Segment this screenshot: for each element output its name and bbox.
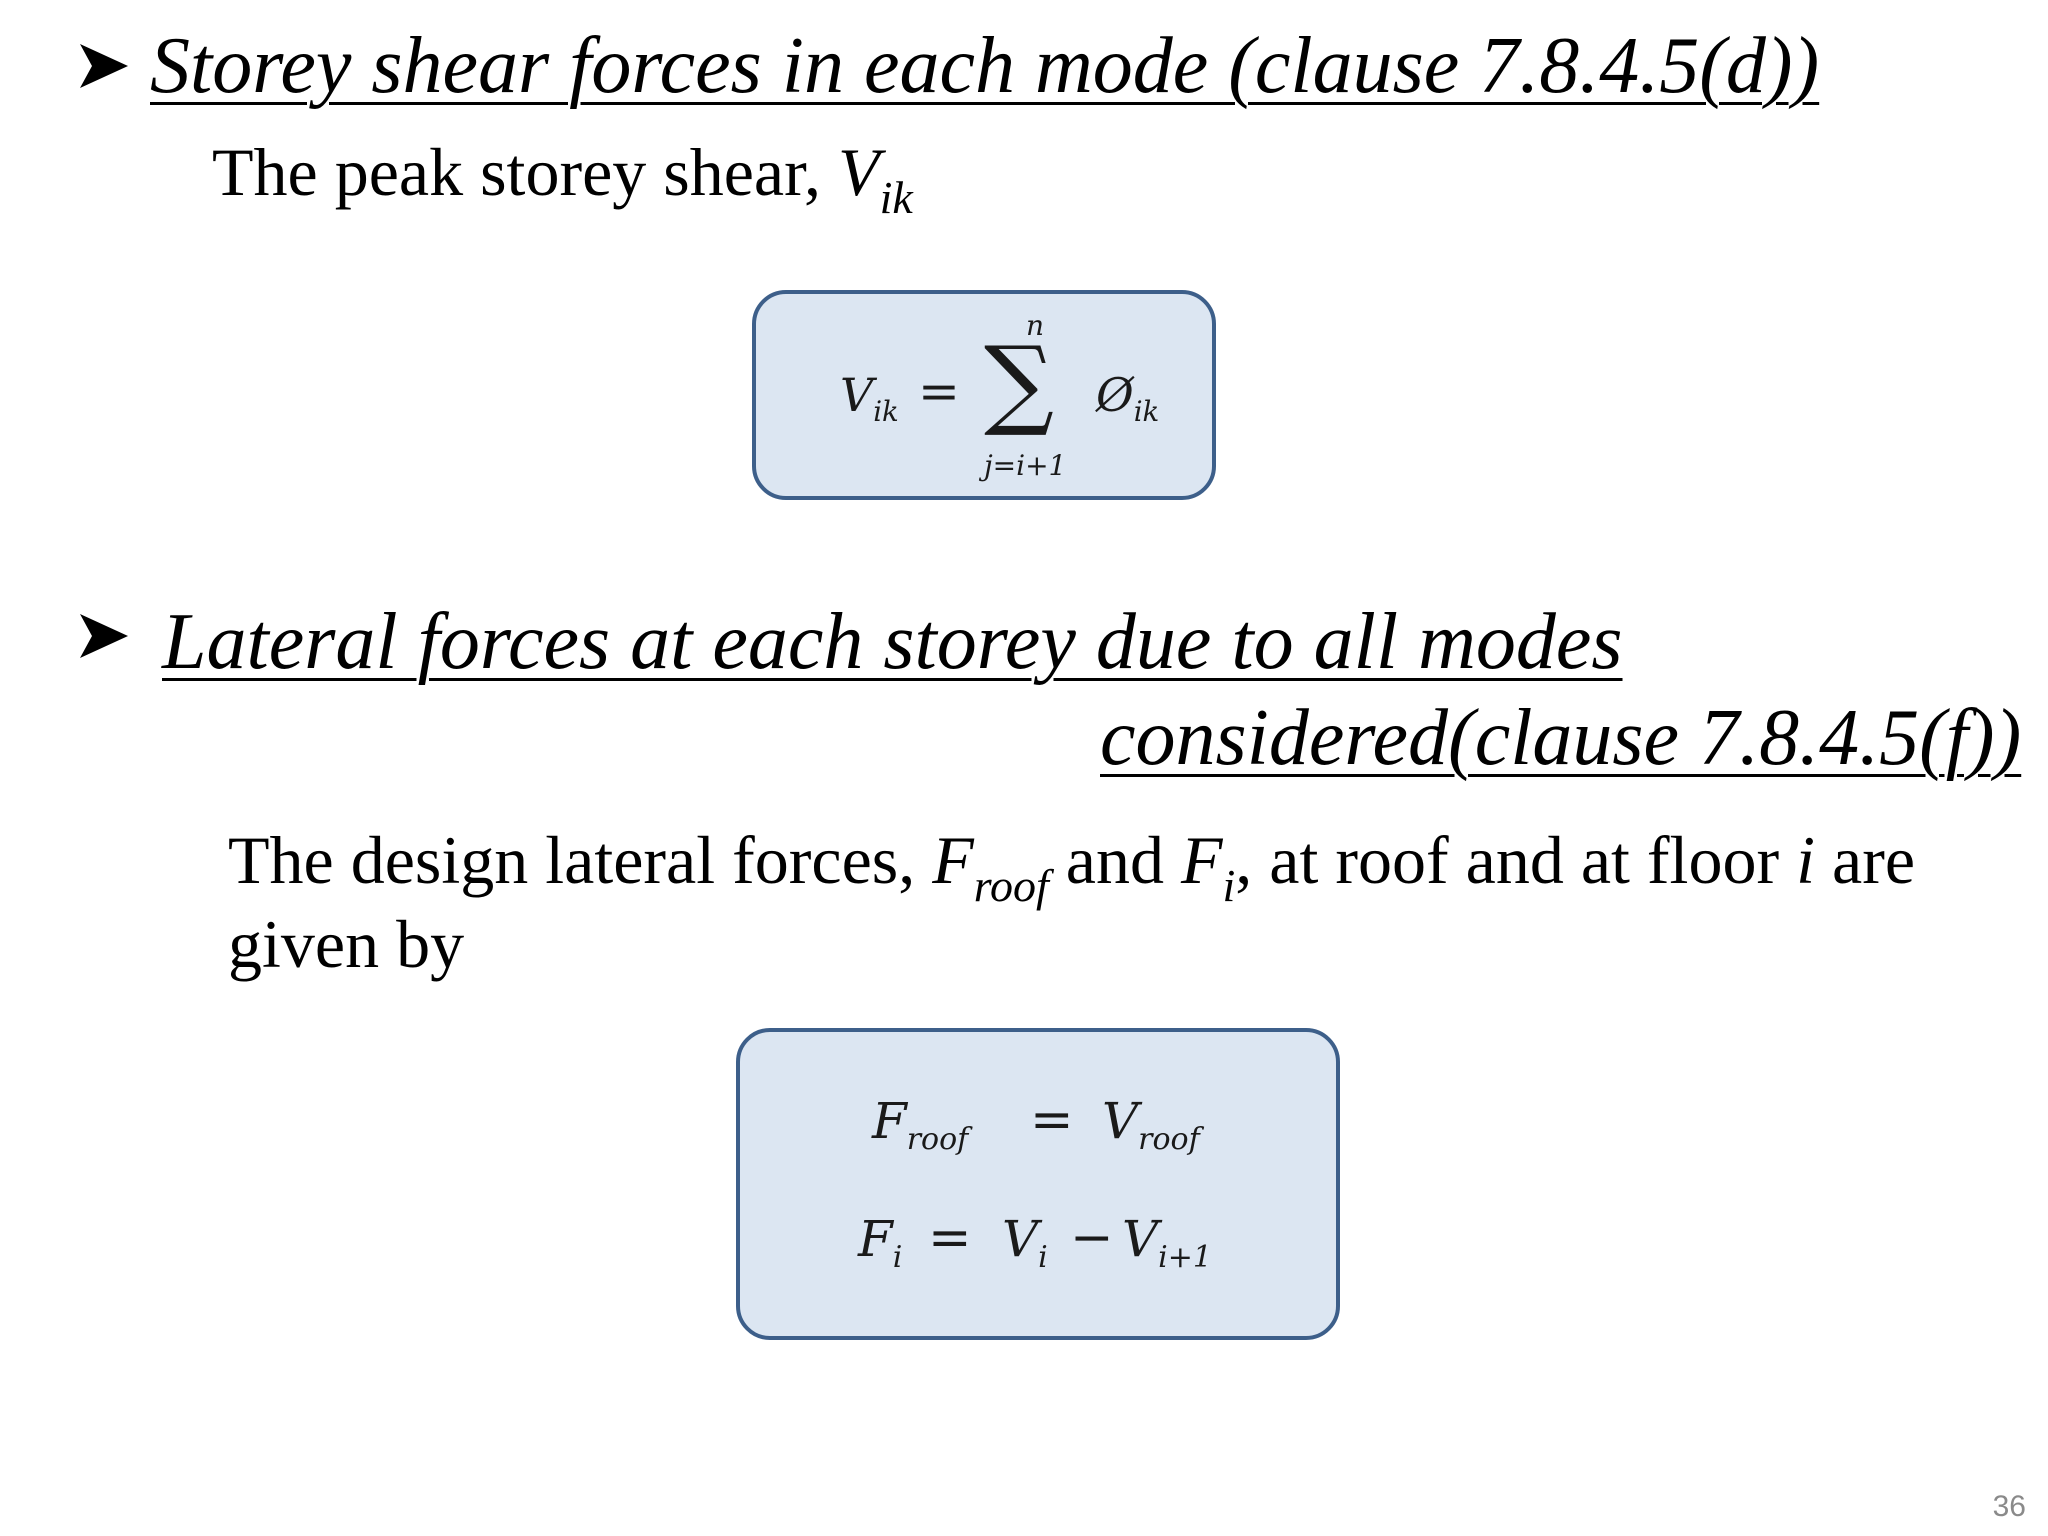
lateral-forces-formula-box: Froof = Vroof Fi = Vi − Vi+1 [736,1028,1340,1340]
summation-symbol: ∑ [984,326,1054,440]
lateral-forces-text-line2: given by [228,906,465,982]
sum-upper-limit: n [1026,309,1045,342]
floor-shear-i: Vi [1002,1210,1048,1275]
floor-shear-i-plus-1: Vi+1 [1122,1210,1212,1275]
page-number: 36 [1992,1490,2026,1523]
peak-shear-text: The peak storey shear, Vik [212,132,913,221]
peak-shear-var: V [838,134,880,210]
minus-sign: − [1070,1208,1114,1268]
section-heading-line1: Lateral forces at each storey due to all… [162,598,1623,686]
roof-equals: = [1030,1090,1074,1150]
storey-shear-formula-box: Vik = ∑ n j=i+1 Øik [752,290,1216,500]
floor-force-equation: Fi [858,1210,903,1275]
arrow-bullet-icon [78,40,130,92]
formula-rhs: Øik [1096,368,1160,428]
lateral-forces-text: The design lateral forces, Froof and Fi,… [228,822,1916,911]
formula-lhs: Vik [840,368,899,428]
roof-shear: Vroof [1102,1092,1200,1157]
sum-lower-limit: j=i+1 [984,449,1067,482]
arrow-bullet-icon [78,610,130,662]
section-heading-line2: considered(clause 7.8.4.5(f)) [1100,694,2022,782]
floor-equals: = [928,1208,972,1268]
peak-shear-sub: ik [879,172,913,223]
section-heading: Storey shear forces in each mode (clause… [150,22,1820,110]
peak-shear-label: The peak storey shear, [212,134,839,210]
formula-equals: = [918,362,960,420]
roof-force-equation: Froof [872,1092,969,1157]
